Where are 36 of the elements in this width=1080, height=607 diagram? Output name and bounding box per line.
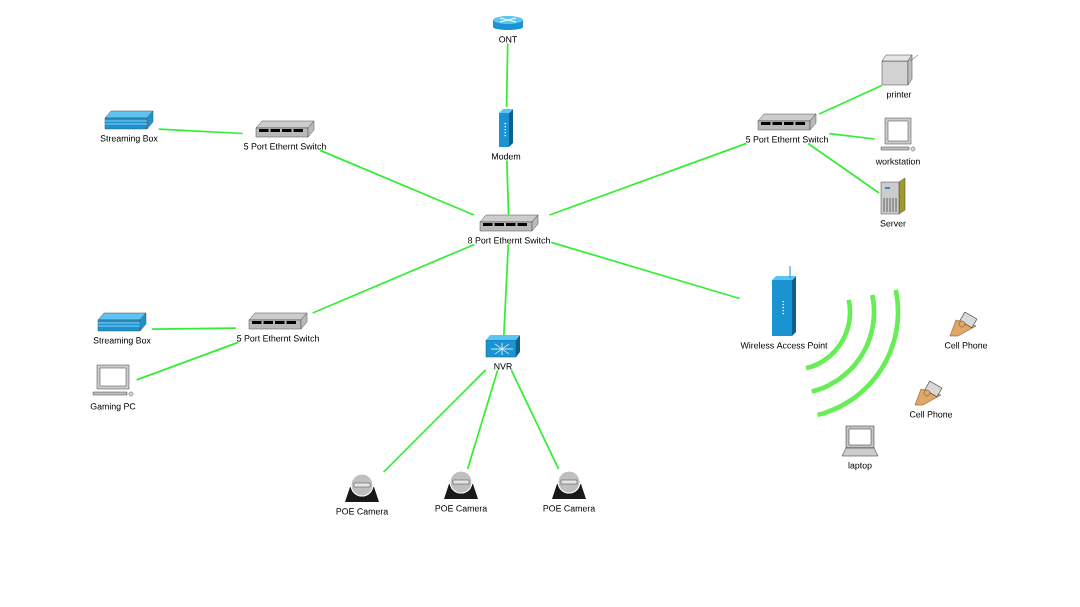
cable-line xyxy=(319,149,475,216)
device-label: Cell Phone xyxy=(944,342,988,349)
cable-line xyxy=(382,369,487,473)
device-label: printer xyxy=(887,91,912,100)
device-label: 5 Port Ethernt Switch xyxy=(746,136,828,143)
device-label: 5 Port Ethernt Switch xyxy=(244,143,326,150)
device-label: Streaming Box xyxy=(93,337,151,346)
cable-line xyxy=(548,142,748,216)
cable-line xyxy=(311,243,476,314)
cable-line xyxy=(503,243,510,336)
device-label: 8 Port Ethernt Switch xyxy=(468,237,550,244)
device-label: Cell Phone xyxy=(909,411,953,418)
device-label: 5 Port Ethernt Switch xyxy=(237,335,319,342)
device-label: POE Camera xyxy=(435,505,488,512)
device-label: workstation xyxy=(875,158,920,165)
cable-line xyxy=(828,132,876,140)
device-label: laptop xyxy=(848,462,872,471)
device-label: Gaming PC xyxy=(90,403,136,412)
cable-line xyxy=(466,369,499,470)
cable-line xyxy=(807,142,880,194)
device-label: POE Camera xyxy=(543,505,596,512)
device-label: Wireless Access Point xyxy=(740,342,828,349)
cable-line xyxy=(550,241,741,300)
cable-line xyxy=(505,159,510,216)
device-label: Server xyxy=(880,220,906,227)
cable-line xyxy=(818,84,883,115)
cable-line xyxy=(510,369,560,470)
cable-line xyxy=(135,341,240,381)
device-label: Modem xyxy=(492,153,521,160)
cable-line xyxy=(157,128,244,135)
device-label: NVR xyxy=(494,363,512,370)
device-label: POE Camera xyxy=(336,508,389,515)
cable-line xyxy=(150,327,237,331)
device-label: ONT xyxy=(499,36,518,43)
device-label: Streaming Box xyxy=(100,135,158,144)
cable-line xyxy=(505,42,509,108)
